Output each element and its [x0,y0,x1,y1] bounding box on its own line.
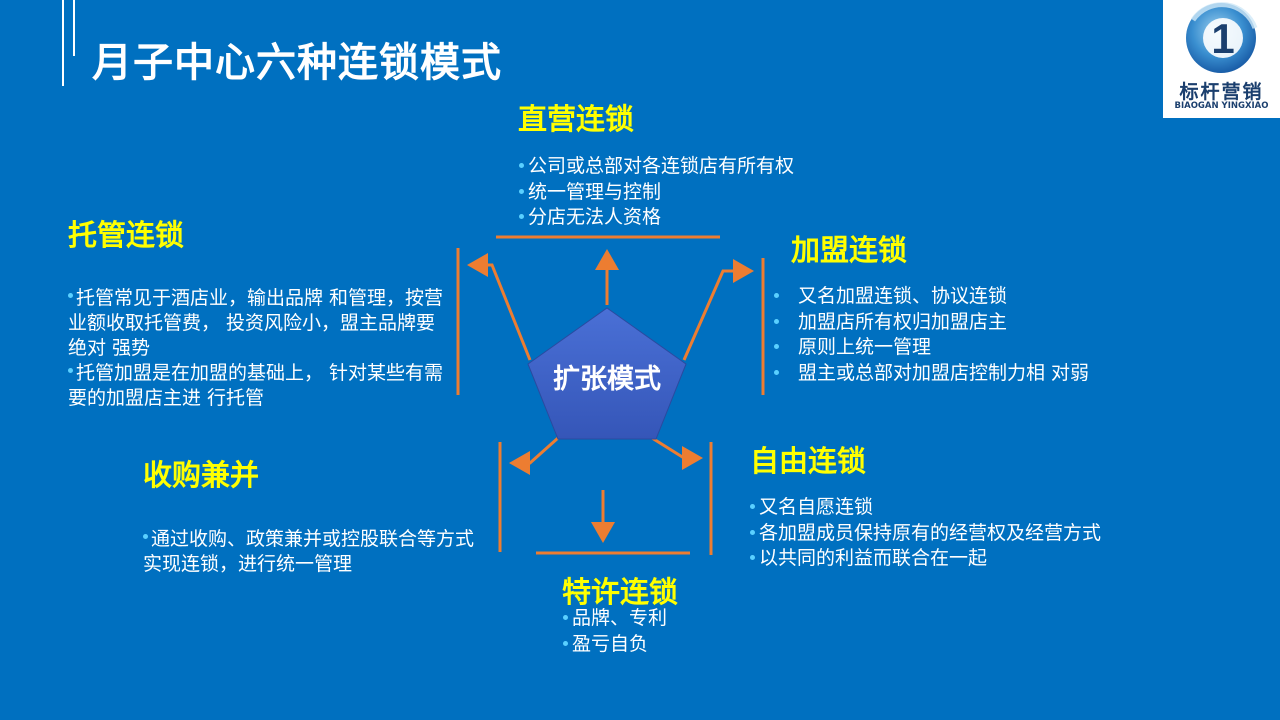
voluntary-list: 又名自愿连锁 各加盟成员保持原有的经营权及经营方式 以共同的利益而联合在一起 [750,495,1101,572]
list-item: 分店无法人资格 [519,205,794,231]
acquisition-heading: 收购兼并 [143,458,260,492]
list-item: 原则上统一管理 [770,335,1089,361]
bullet-icon [143,534,148,539]
connector-right-bottom-arrow [651,436,703,470]
logo-emblem-icon: 1 [1186,2,1258,73]
managed-list: 托管常见于酒店业，输出品牌 和管理，按营业额收取托管费， 投资风险小，盟主品牌要… [68,286,453,411]
acquisition-list: 通过收购、政策兼并或控股联合等方式实现连锁，进行统一管理 [143,527,483,577]
franchise-list: 又名加盟连锁、协议连锁 加盟店所有权归加盟店主 原则上统一管理 盟主或总部对加盟… [770,284,1089,386]
brand-logo: 1 标杆营销 BIAOGAN YINGXIAO [1163,0,1280,118]
list-item: 盈亏自负 [563,632,667,658]
list-item: 又名加盟连锁、协议连锁 [770,284,1089,310]
list-item: 盟主或总部对加盟店控制力相 对弱 [770,361,1089,387]
licensed-list: 品牌、专利 盈亏自负 [563,606,667,657]
list-item: 以共同的利益而联合在一起 [750,546,1101,572]
list-item: 托管常见于酒店业，输出品牌 和管理，按营业额收取托管费， 投资风险小，盟主品牌要… [68,287,444,359]
franchise-heading: 加盟连锁 [791,233,908,267]
list-item: 品牌、专利 [563,606,667,632]
bullet-icon [68,293,73,298]
svg-text:1: 1 [1211,15,1234,62]
connector-left-bottom-arrow [509,436,559,475]
connector-left-top-arrow [467,253,532,361]
logo-name: 标杆营销 [1179,81,1264,103]
direct-list: 公司或总部对各连锁店有所有权 统一管理与控制 分店无法人资格 [519,154,794,231]
center-label: 扩张模式 [553,364,661,395]
title-accent-line-2 [73,0,75,56]
center-pentagon [527,307,687,440]
managed-heading: 托管连锁 [68,218,185,252]
voluntary-heading: 自由连锁 [750,444,867,478]
list-item: 又名自愿连锁 [750,495,1101,521]
list-item: 通过收购、政策兼并或控股联合等方式实现连锁，进行统一管理 [143,528,475,575]
licensed-heading: 特许连锁 [562,575,679,609]
title-accent-line-1 [62,0,64,86]
list-item: 托管加盟是在加盟的基础上， 针对某些有需要的加盟店主进 行托管 [68,362,444,409]
list-item: 各加盟成员保持原有的经营权及经营方式 [750,521,1101,547]
logo-subtitle: BIAOGAN YINGXIAO [1174,101,1269,111]
connector-right-top-arrow [682,259,754,361]
page-title: 月子中心六种连锁模式 [92,40,502,86]
list-item: 统一管理与控制 [519,180,794,206]
bullet-icon [68,368,73,373]
direct-heading: 直营连锁 [518,102,635,136]
list-item: 公司或总部对各连锁店有所有权 [519,154,794,180]
list-item: 加盟店所有权归加盟店主 [770,310,1089,336]
